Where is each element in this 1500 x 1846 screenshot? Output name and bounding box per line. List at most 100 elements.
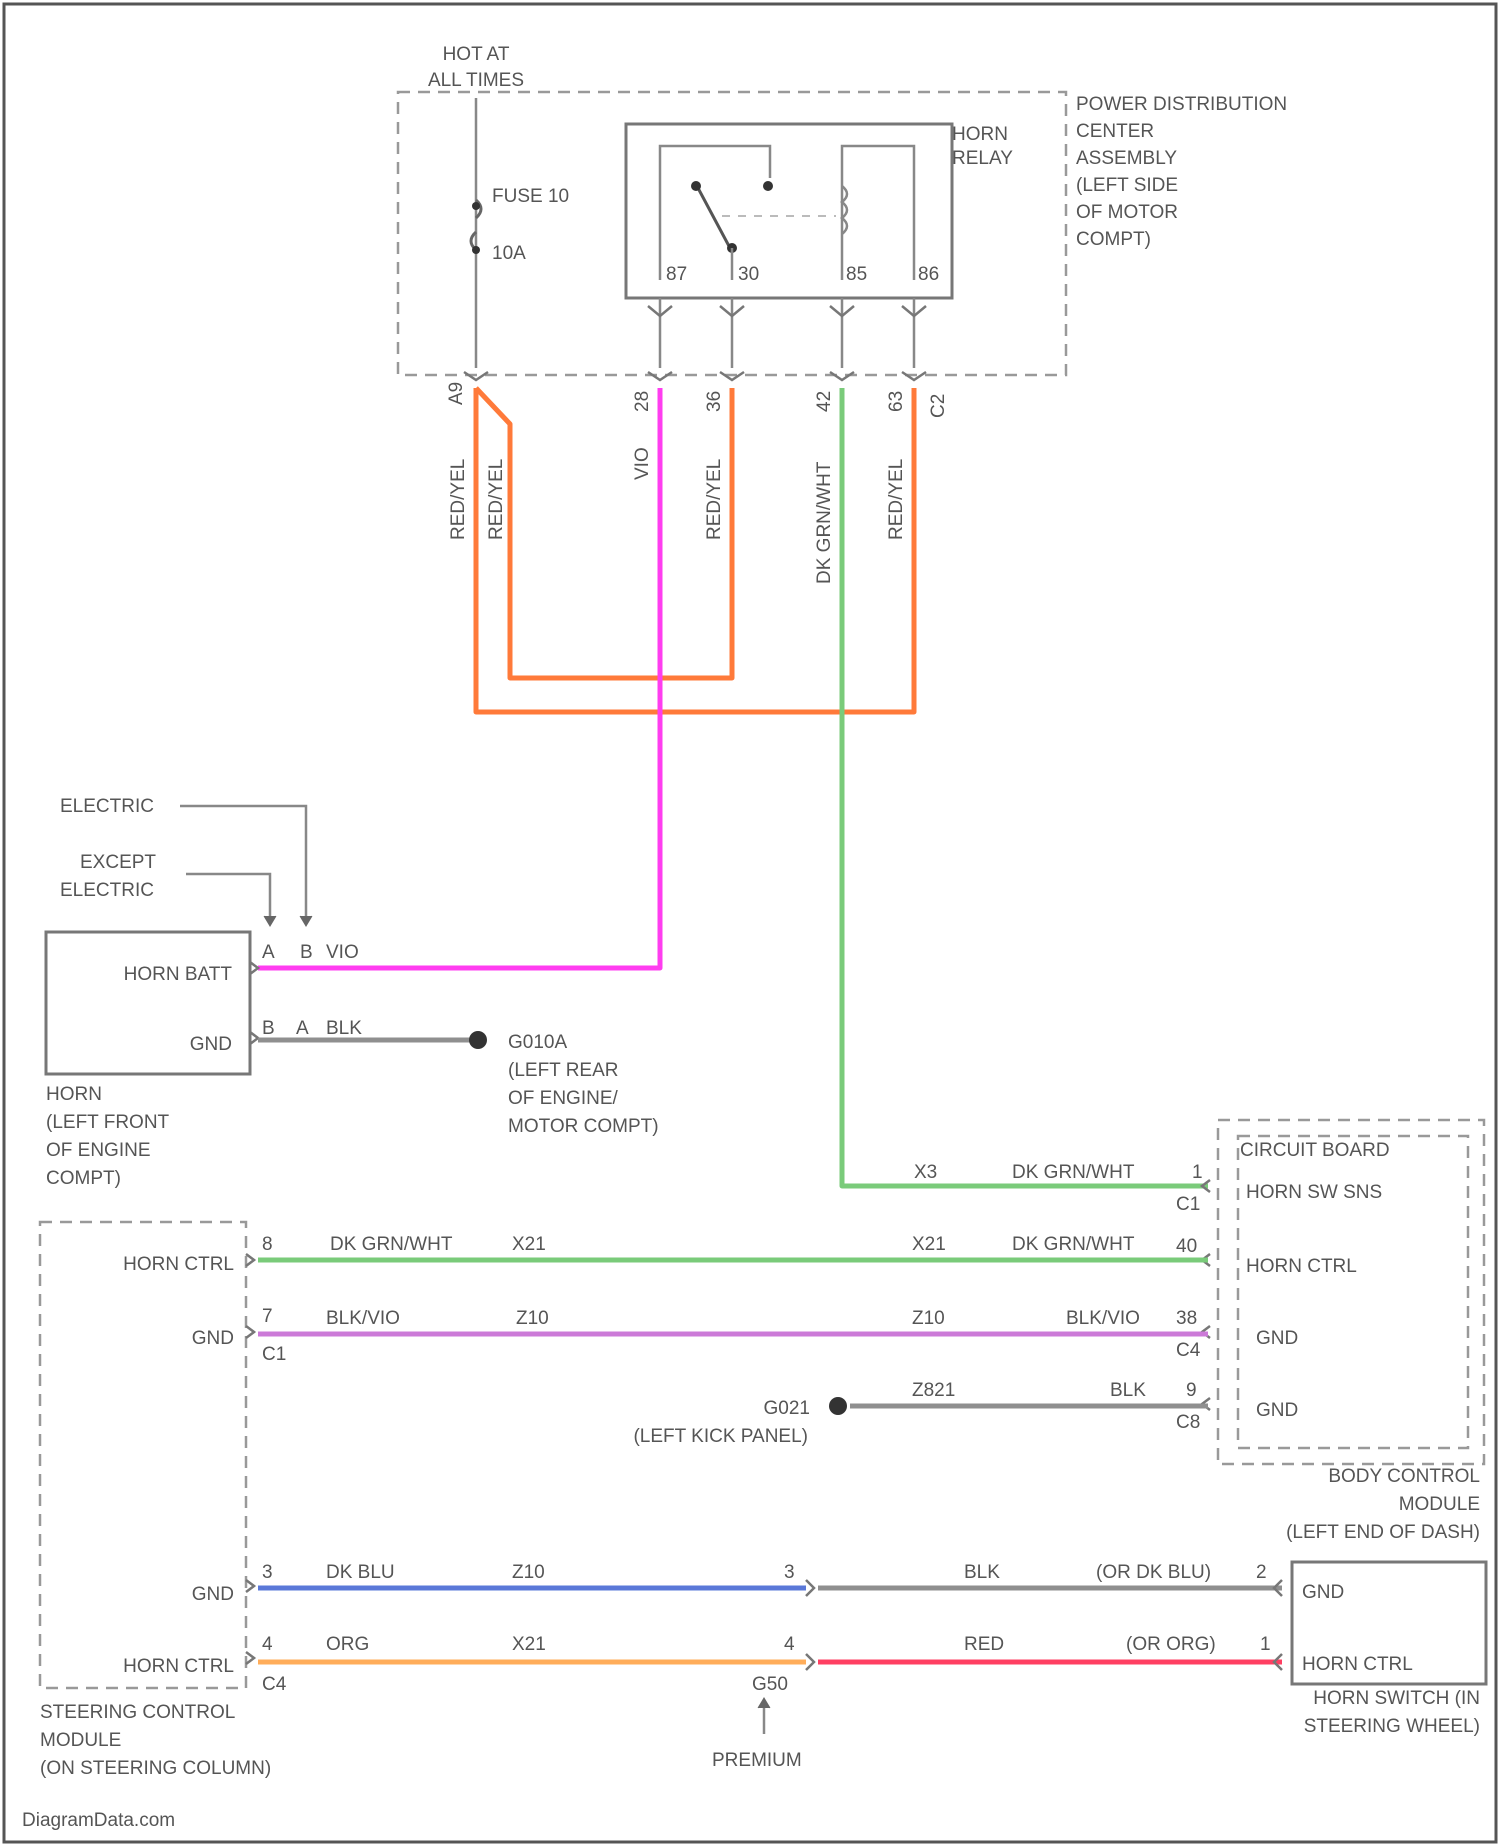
link-sw-gnd-color: DK BLU <box>326 1562 395 1583</box>
relay-pin-30: 30 <box>738 264 759 285</box>
link-gnd-color-r: BLK/VIO <box>1066 1308 1140 1329</box>
horn-pin-b: B <box>300 942 313 963</box>
pdc-label-5: OF MOTOR <box>1076 202 1178 223</box>
bcm-pin-40: 40 <box>1176 1236 1197 1257</box>
bcm-module-3: (LEFT END OF DASH) <box>1286 1522 1480 1543</box>
ground-g021-id: G021 <box>764 1398 810 1419</box>
scm-gnd-2: GND <box>192 1584 234 1605</box>
bcm-module-1: BODY CONTROL <box>1328 1466 1480 1487</box>
link-gnd-color: BLK/VIO <box>326 1308 400 1329</box>
scm-conn-c4: C4 <box>262 1674 287 1695</box>
fuse-terminal-top <box>472 202 480 210</box>
horn-gnd-wire-color: BLK <box>326 1018 362 1039</box>
link-sw-ctrl-circuit: X21 <box>512 1634 546 1655</box>
wire-red-yel-inner <box>476 388 732 678</box>
bcm-pin-38: 38 <box>1176 1308 1197 1329</box>
bcm-horn-ctrl: HORN CTRL <box>1246 1256 1357 1277</box>
pdc-label-3: ASSEMBLY <box>1076 148 1177 169</box>
link-sw-gnd-circuit: Z10 <box>512 1562 545 1583</box>
relay-pin-86: 86 <box>918 264 939 285</box>
scm-module-3: (ON STEERING COLUMN) <box>40 1758 271 1779</box>
bcm-connector-icons <box>1202 1180 1210 1410</box>
wire-label-red-yel-4: RED/YEL <box>886 459 907 540</box>
link-gnd-circuit: Z10 <box>516 1308 549 1329</box>
relay-contact-wire <box>660 146 770 280</box>
wire-label-red-yel-2: RED/YEL <box>486 459 507 540</box>
relay-pin-87: 87 <box>666 264 687 285</box>
hot-at-all-times-2: ALL TIMES <box>428 70 524 91</box>
relay-connector-icons <box>648 306 926 316</box>
wire-label-vio: VIO <box>632 447 653 480</box>
bcm-pin-1: 1 <box>1192 1162 1203 1183</box>
link-horn-ctrl-circuit-r: X21 <box>912 1234 946 1255</box>
link-sw-ctrl-alt: (OR ORG) <box>1126 1634 1216 1655</box>
horn-component-4: COMPT) <box>46 1168 121 1189</box>
horn-switch-horn-ctrl: HORN CTRL <box>1302 1654 1413 1675</box>
scm-outline <box>40 1222 246 1688</box>
relay-wire-circuit-x3: X3 <box>914 1162 937 1183</box>
scm-module-1: STEERING CONTROL <box>40 1702 235 1723</box>
bcm-circuit-board: CIRCUIT BOARD <box>1240 1140 1390 1161</box>
scm-pin-3: 3 <box>262 1562 273 1583</box>
arrow-down-icon <box>300 916 312 926</box>
link-sw-gnd-color-r: BLK <box>964 1562 1000 1583</box>
relay-label-2: RELAY <box>952 148 1013 169</box>
scm-pin-7: 7 <box>262 1306 273 1327</box>
fuse-label: FUSE 10 <box>492 186 569 207</box>
pdc-pin-a9: A9 <box>446 382 467 405</box>
pdc-pin-28: 28 <box>632 391 653 412</box>
ground-g021-icon <box>829 1397 847 1415</box>
bcm-module-2: MODULE <box>1399 1494 1480 1515</box>
horn-switch-component-1: HORN SWITCH (IN <box>1313 1688 1480 1709</box>
link-g021-color: BLK <box>1110 1380 1146 1401</box>
hot-at-all-times-1: HOT AT <box>443 44 510 65</box>
horn-electric-label: ELECTRIC <box>60 796 154 817</box>
bcm-gnd-2: GND <box>1256 1400 1298 1421</box>
relay-switch-arm <box>698 188 730 248</box>
fuse-terminal-bottom <box>472 246 480 254</box>
arrow-up-icon <box>758 1698 770 1708</box>
relay-contact-87 <box>763 181 773 191</box>
premium-label: PREMIUM <box>712 1750 802 1771</box>
ground-g010a-loc-1: (LEFT REAR <box>508 1060 619 1081</box>
link-horn-ctrl-color: DK GRN/WHT <box>330 1234 453 1255</box>
pdc-label-6: COMPT) <box>1076 229 1151 250</box>
scm-pin-8: 8 <box>262 1234 273 1255</box>
pdc-pin-42: 42 <box>814 391 835 412</box>
relay-switch-pivot <box>691 181 701 191</box>
horn-component-2: (LEFT FRONT <box>46 1112 170 1133</box>
wire-label-dk-grn-wht: DK GRN/WHT <box>814 461 835 584</box>
ground-g021-location: (LEFT KICK PANEL) <box>633 1426 808 1447</box>
splice-pin-4: 4 <box>784 1634 795 1655</box>
except-electric-leader <box>186 874 270 922</box>
horn-pin-a: A <box>262 942 275 963</box>
pdc-label-4: (LEFT SIDE <box>1076 175 1178 196</box>
switch-pin-2: 2 <box>1256 1562 1267 1583</box>
scm-gnd: GND <box>192 1328 234 1349</box>
bcm-conn-c1: C1 <box>1176 1194 1200 1215</box>
ground-g010a-loc-3: MOTOR COMPT) <box>508 1116 659 1137</box>
horn-component-1: HORN <box>46 1084 102 1105</box>
except-electric-2: ELECTRIC <box>60 880 154 901</box>
horn-batt-wire-color: VIO <box>326 942 359 963</box>
relay-coil-frame <box>842 146 914 280</box>
bcm-horn-sw-sns: HORN SW SNS <box>1246 1182 1382 1203</box>
splice-pin-3: 3 <box>784 1562 795 1583</box>
link-sw-ctrl-color: ORG <box>326 1634 369 1655</box>
relay-label-1: HORN <box>952 124 1008 145</box>
wire-red-yel-outer <box>476 388 914 712</box>
horn-switch-component-2: STEERING WHEEL) <box>1304 1716 1480 1737</box>
scm-horn-ctrl: HORN CTRL <box>123 1254 234 1275</box>
horn-gnd-pin-b: B <box>262 1018 275 1039</box>
pdc-connector-c2: C2 <box>928 394 949 418</box>
footer-watermark: DiagramData.com <box>22 1810 175 1831</box>
bcm-pin-9: 9 <box>1186 1380 1197 1401</box>
wire-label-red-yel-1: RED/YEL <box>448 459 469 540</box>
pdc-pin-36: 36 <box>704 391 725 412</box>
arrow-down-icon-2 <box>264 916 276 926</box>
pdc-pin-63: 63 <box>886 391 907 412</box>
horn-gnd-label: GND <box>190 1034 232 1055</box>
bcm-conn-c8: C8 <box>1176 1412 1200 1433</box>
wire-label-red-yel-3: RED/YEL <box>704 459 725 540</box>
horn-batt-label: HORN BATT <box>124 964 233 985</box>
